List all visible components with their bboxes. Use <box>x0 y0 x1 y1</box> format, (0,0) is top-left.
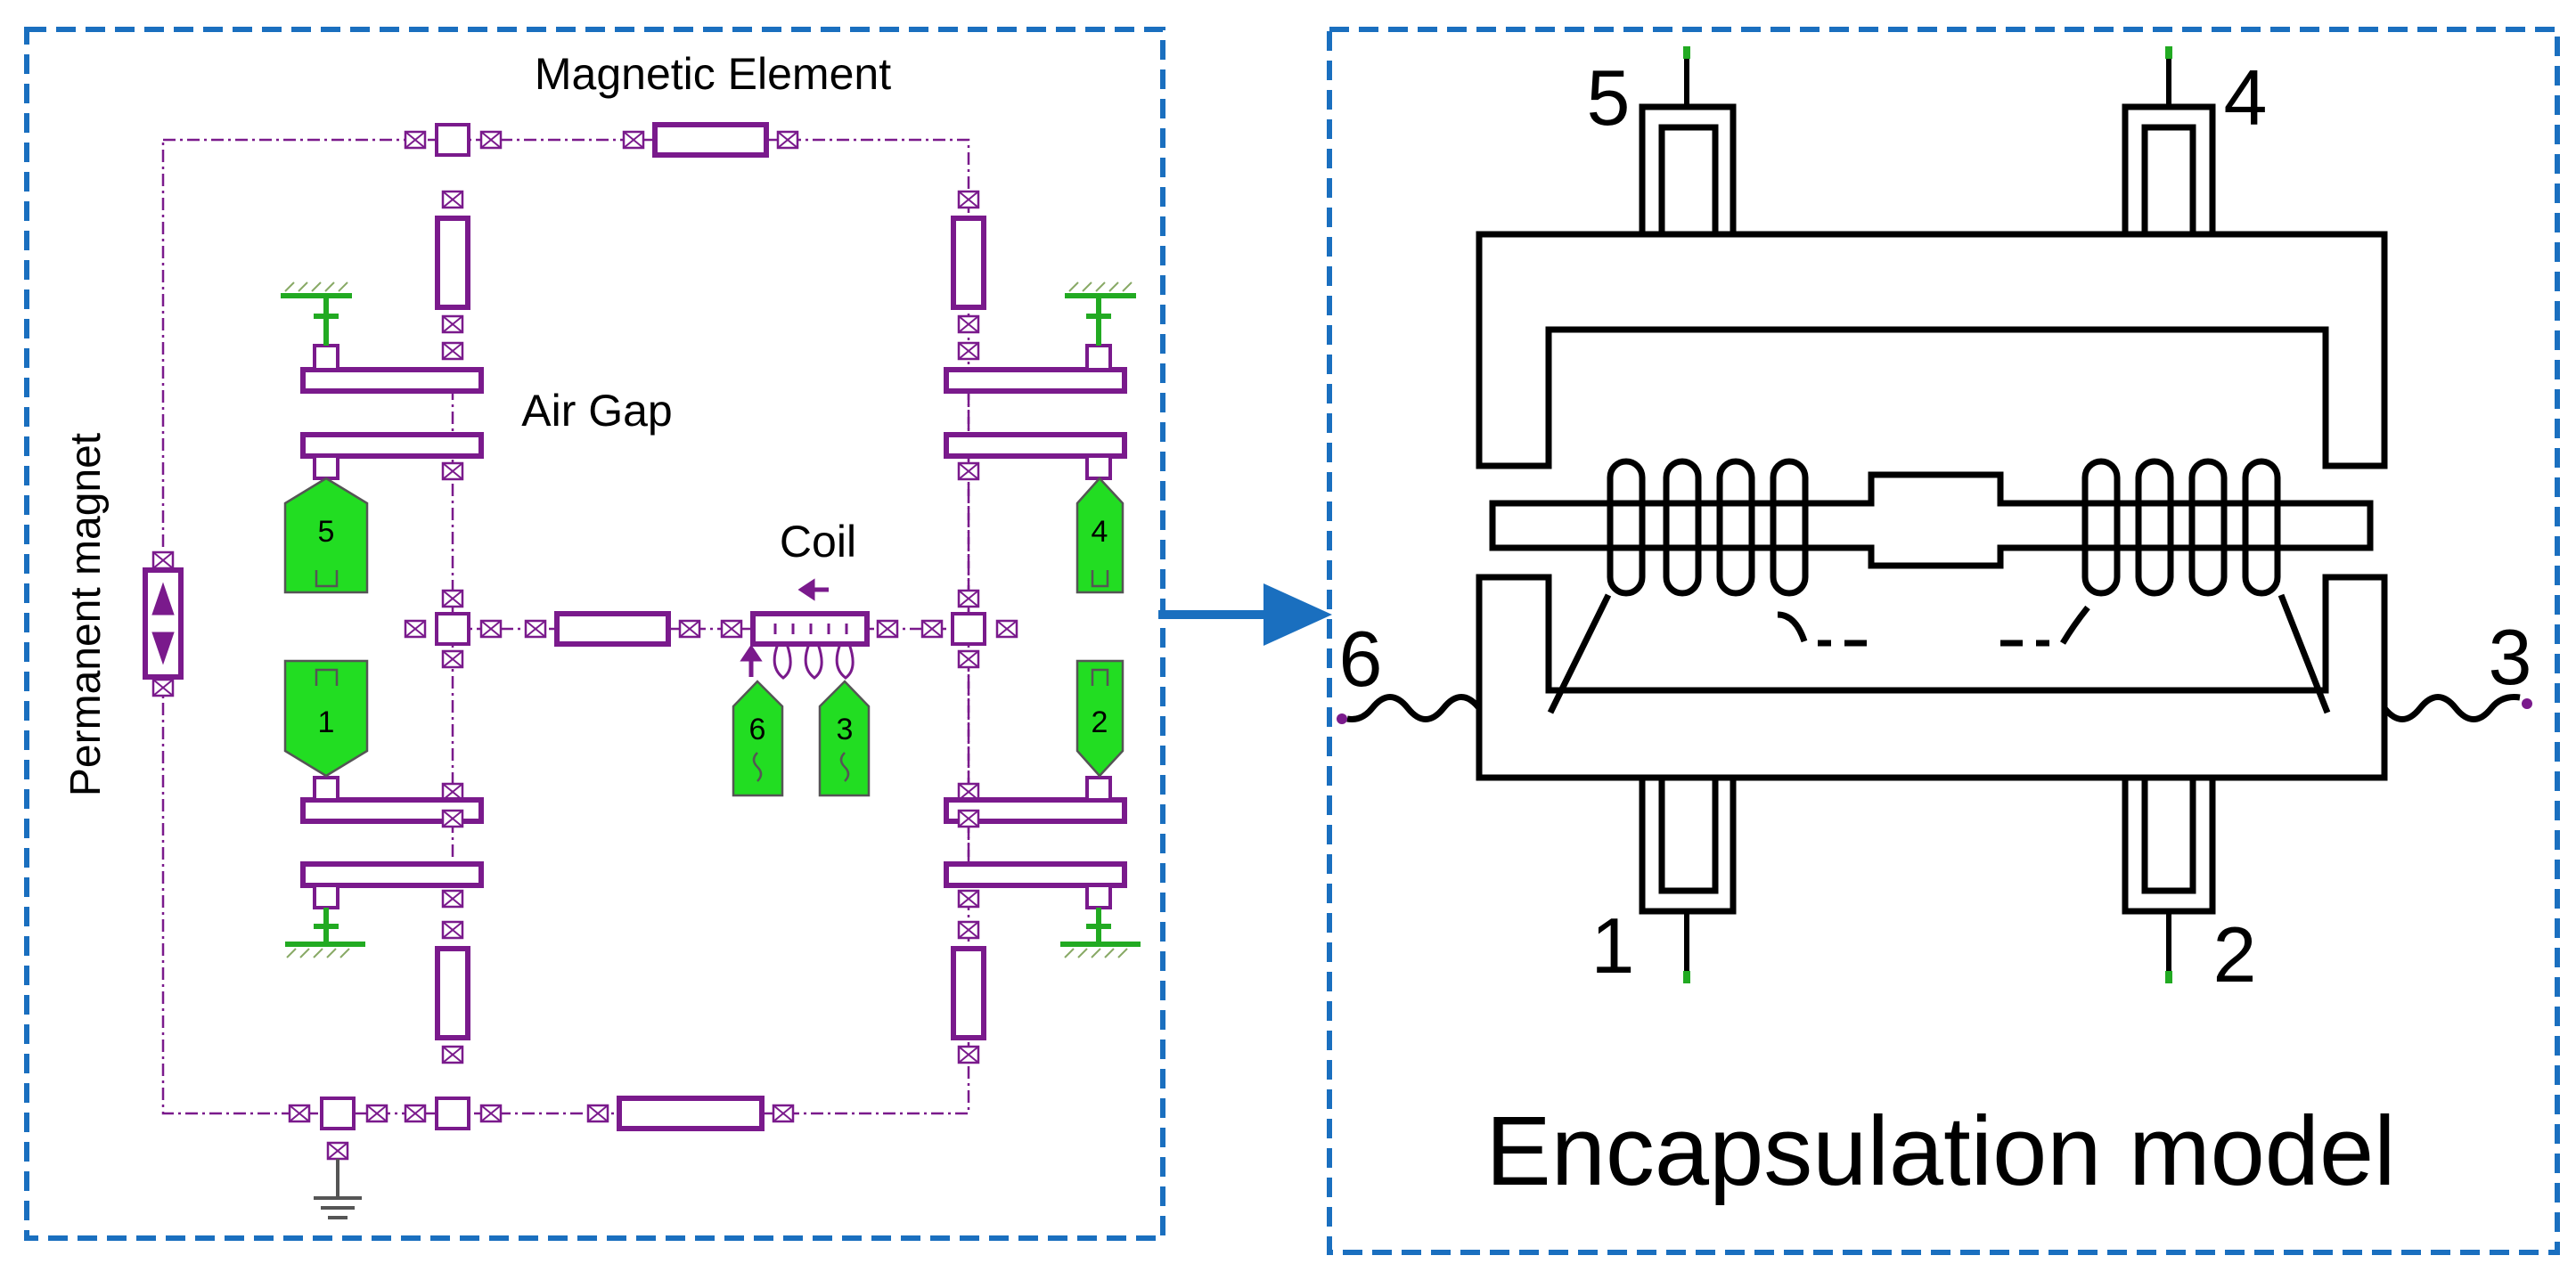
magnetic-element-title: Magnetic Element <box>535 49 891 99</box>
coil-current-arrow-icon <box>740 644 763 677</box>
ground-symbol <box>314 1159 362 1219</box>
lead-wire-3 <box>2278 593 2521 722</box>
terminal-2-label: 2 <box>1092 705 1108 739</box>
plate-tr-lower <box>944 432 1127 459</box>
permanent-magnet <box>143 550 184 697</box>
plate-tl-lower <box>300 432 484 459</box>
pin-6-label: 6 <box>1339 615 1383 703</box>
fixed-supports <box>281 281 1141 1219</box>
reluctance-left-upper <box>435 216 470 310</box>
reluctance-left-lower <box>435 946 470 1040</box>
reluctance-top <box>652 122 769 158</box>
transform-arrow <box>1158 583 1332 646</box>
permanent-magnet-label: Permanent magnet <box>62 433 110 796</box>
magnet-arrow-down-icon <box>151 632 175 665</box>
reluctance-right-upper <box>951 216 986 310</box>
fixed-support-tr <box>1065 281 1136 346</box>
magnet-arrow-up-icon <box>151 582 175 616</box>
plate-br-lower <box>944 861 1127 888</box>
reluctance-elements <box>435 122 986 1131</box>
pin-1 <box>1639 778 1737 983</box>
fixed-support-tl <box>281 281 352 346</box>
pin-4 <box>2122 46 2216 234</box>
reluctance-center <box>554 611 671 647</box>
coil-direction-arrow-icon <box>797 578 829 601</box>
terminal-1: 1 <box>283 659 369 778</box>
terminal-5-label: 5 <box>318 515 335 549</box>
terminal-1-label: 1 <box>318 705 335 739</box>
terminal-6: 6 <box>732 680 784 797</box>
coil-left <box>1607 458 1867 647</box>
pin-3-label: 3 <box>2489 613 2532 701</box>
right-panel-frame <box>1327 27 2560 1255</box>
plate-tr-upper <box>944 367 1127 394</box>
plate-bl-lower <box>300 861 484 888</box>
pin-4-label: 4 <box>2224 53 2268 142</box>
terminal-5: 5 <box>283 477 369 594</box>
air-gap-plates <box>300 344 1127 909</box>
fixed-support-bl <box>285 908 365 958</box>
terminal-4: 4 <box>1075 477 1124 594</box>
magnet-connector <box>151 550 175 697</box>
terminal-3-label: 3 <box>837 713 854 746</box>
terminal-2: 2 <box>1075 659 1124 778</box>
inner-flux-path <box>451 387 970 891</box>
fixed-support-br <box>1060 908 1141 958</box>
reluctance-right-lower <box>951 946 986 1040</box>
plate-tl-upper <box>300 367 484 394</box>
magnetic-network <box>143 122 1127 1161</box>
pin-2-label: 2 <box>2213 910 2257 999</box>
pin-6-dot <box>1337 713 1347 724</box>
encapsulation-caption: Encapsulation model <box>1485 1097 2395 1206</box>
pin-5-label: 5 <box>1587 53 1631 142</box>
reluctance-bottom <box>617 1096 765 1131</box>
left-panel: Magnetic Element Permanent magnet Air Ga… <box>24 27 1165 1241</box>
air-gap-label: Air Gap <box>521 386 673 436</box>
coil-label: Coil <box>780 517 856 567</box>
crossed-connectors <box>288 130 1018 1161</box>
pin-5 <box>1639 46 1737 234</box>
armature <box>1489 471 2374 569</box>
pin-1-label: 1 <box>1591 901 1635 990</box>
left-panel-frame <box>24 27 1165 1241</box>
encapsulated-device <box>1337 46 2532 983</box>
junction-nodes <box>320 123 986 1130</box>
pin-3-dot <box>2522 698 2532 709</box>
ground-icon <box>314 1159 362 1219</box>
plate-connectors <box>441 809 980 828</box>
terminal-6-label: 6 <box>749 713 766 746</box>
top-yoke <box>1476 231 2388 469</box>
pin-2 <box>2122 778 2216 983</box>
coil-winding-icon <box>773 643 855 680</box>
arrow-right-icon <box>1263 583 1332 646</box>
coil-right <box>2000 458 2281 647</box>
terminal-4-label: 4 <box>1092 515 1108 549</box>
terminal-3: 3 <box>818 680 871 797</box>
right-panel: 5 4 1 2 6 3 Encapsulation model <box>1327 27 2560 1255</box>
lead-wire-6 <box>1346 593 1612 722</box>
bottom-yoke <box>1476 574 2388 781</box>
coil-element <box>740 578 870 680</box>
terminals: 5 4 1 2 6 <box>283 477 1124 797</box>
